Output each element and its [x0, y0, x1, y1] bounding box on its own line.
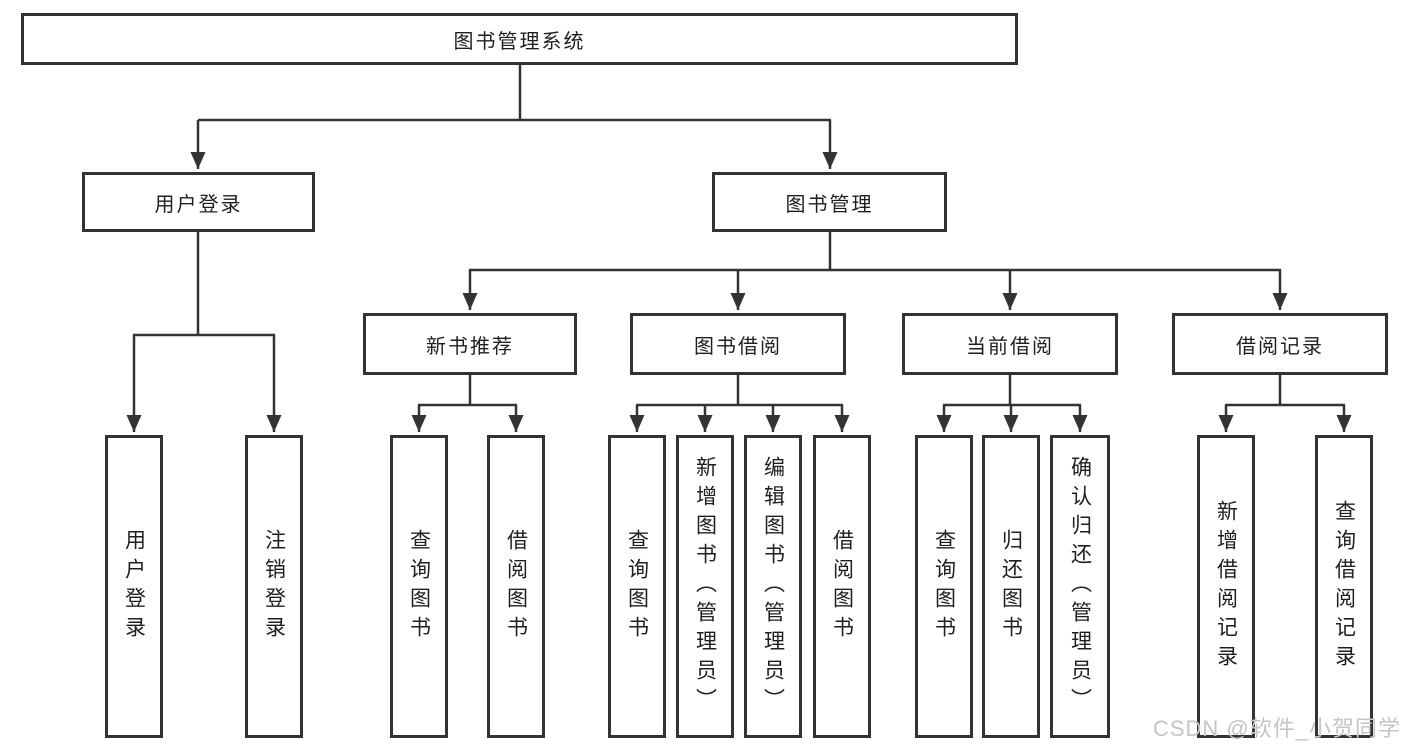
leaf-label: 查询借阅记录 — [1332, 499, 1356, 674]
leaf-label: 归还图书 — [999, 528, 1023, 645]
leaf-query-books: 查询图书 — [390, 435, 448, 738]
node-book-borrow: 图书借阅 — [630, 313, 846, 375]
node-root: 图书管理系统 — [21, 13, 1018, 65]
node-book-management: 图书管理 — [712, 172, 947, 232]
leaf-label: 确认归还（管理员） — [1068, 456, 1092, 717]
leaf-label: 查询图书 — [407, 528, 431, 645]
node-current-borrow: 当前借阅 — [902, 313, 1118, 375]
leaf-add-borrow-record: 新增借阅记录 — [1197, 435, 1255, 738]
leaf-label: 新增图书（管理员） — [693, 456, 717, 717]
leaf-edit-books-admin: 编辑图书（管理员） — [744, 435, 802, 738]
leaf-label: 新增借阅记录 — [1214, 499, 1238, 674]
leaf-label: 借阅图书 — [504, 528, 528, 645]
leaf-user-login: 用户登录 — [105, 435, 163, 738]
node-borrow-records: 借阅记录 — [1172, 313, 1388, 375]
leaf-return-books: 归还图书 — [982, 435, 1040, 738]
leaf-query-borrow-record: 查询借阅记录 — [1315, 435, 1373, 738]
leaf-label: 借阅图书 — [830, 528, 854, 645]
leaf-label: 查询图书 — [625, 528, 649, 645]
leaf-label: 编辑图书（管理员） — [761, 456, 785, 717]
leaf-query-books: 查询图书 — [608, 435, 666, 738]
csdn-watermark: CSDN @软件_小贺同学 — [1152, 716, 1401, 741]
leaf-label: 用户登录 — [122, 528, 146, 645]
leaf-label: 查询图书 — [932, 528, 956, 645]
leaf-query-books: 查询图书 — [915, 435, 973, 738]
leaf-add-books-admin: 新增图书（管理员） — [676, 435, 734, 738]
node-new-book-recommend: 新书推荐 — [363, 313, 577, 375]
node-user-login: 用户登录 — [82, 172, 315, 232]
leaf-label: 注销登录 — [262, 528, 286, 645]
leaf-confirm-return-admin: 确认归还（管理员） — [1050, 435, 1110, 738]
leaf-borrow-books: 借阅图书 — [813, 435, 871, 738]
leaf-borrow-books: 借阅图书 — [487, 435, 545, 738]
leaf-logout: 注销登录 — [245, 435, 303, 738]
